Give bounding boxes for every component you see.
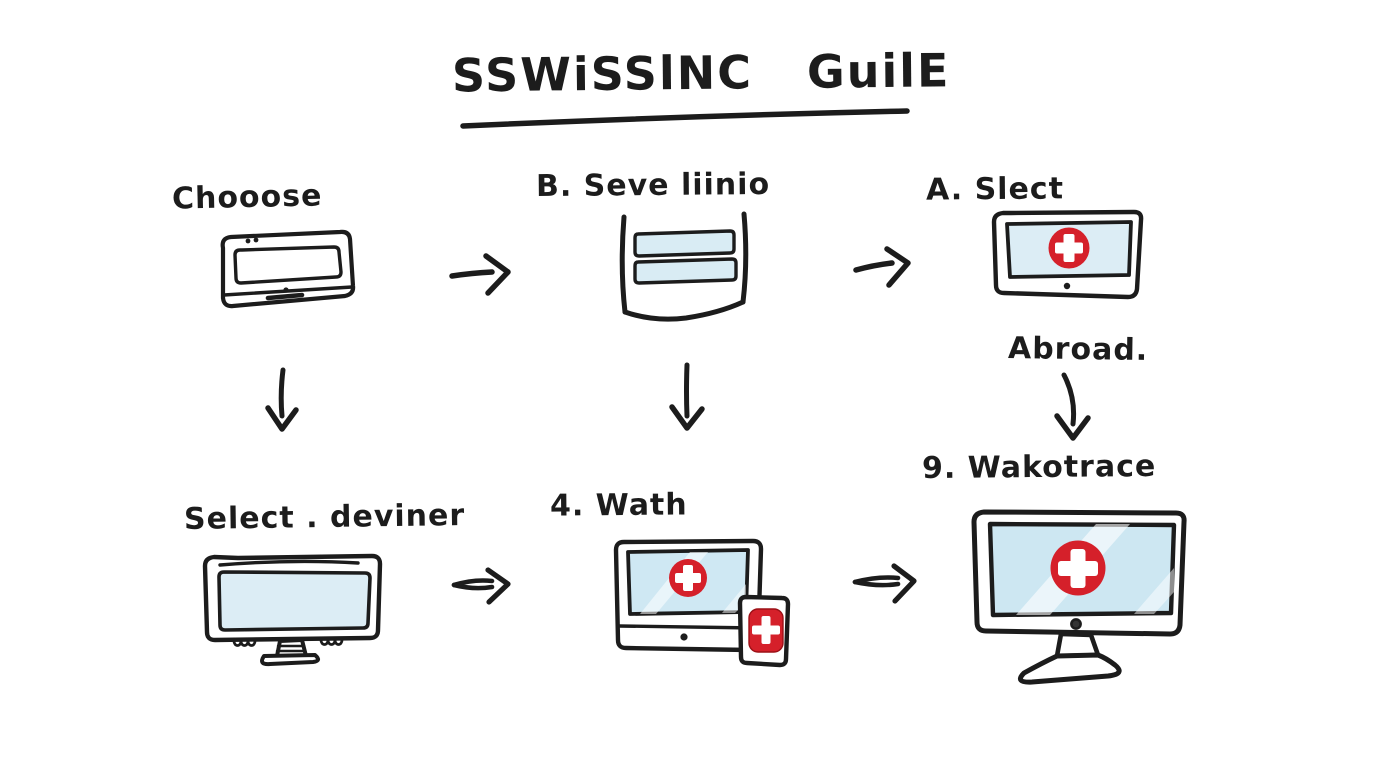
disc-slot-icon (265, 292, 305, 301)
title-underline (455, 104, 915, 132)
swiss-app-icon (748, 608, 784, 653)
list-item-bar-icon (633, 229, 736, 258)
step6-label: 9. Wakotrace (921, 448, 1157, 487)
monitor-screen (217, 570, 372, 632)
indicator-dot-icon (253, 237, 259, 243)
large-monitor-swiss-flag-drawing (958, 500, 1198, 695)
arrow-right-double-icon (448, 564, 512, 608)
monitor-stand-base (260, 653, 320, 667)
companion-device-swiss-app (737, 594, 791, 668)
step3-sublabel: Abroad. (1007, 331, 1149, 368)
swiss-cross-icon (1048, 227, 1090, 269)
arrow-right-icon (448, 250, 516, 298)
list-item-bar-icon (633, 257, 738, 285)
desktop-monitor-drawing (198, 546, 388, 668)
menu-list-drawing (614, 211, 754, 324)
screen-glare (1134, 568, 1174, 614)
step1-label: Chooose (171, 178, 323, 217)
swiss-cross-icon (669, 559, 707, 597)
diagram-title: SSWiSSlNC GuilE (451, 43, 951, 103)
indicator-dot-icon (245, 238, 251, 244)
vent-detail (232, 639, 257, 647)
monitor-stand-base (1017, 652, 1122, 685)
arrow-right-icon (852, 244, 916, 290)
arrow-down-icon (1048, 372, 1092, 444)
camera-dot-icon (680, 633, 688, 641)
set-top-box-drawing (212, 228, 360, 314)
arrow-down-icon (667, 362, 707, 432)
step5-label: 4. Wath (549, 487, 688, 524)
step2-label: B. Seve liinio (535, 166, 771, 205)
tv-swiss-flag-drawing (985, 200, 1147, 313)
camera-dot-icon (1063, 282, 1071, 290)
swiss-cross-icon (1050, 540, 1106, 596)
step4-label: Select . deviner (183, 498, 466, 537)
vent-detail (319, 638, 344, 646)
arrow-right-double-icon (850, 560, 918, 608)
camera-dot-icon (1070, 618, 1082, 630)
tv-with-device-swiss-flag-drawing (604, 536, 791, 668)
arrow-down-icon (262, 366, 302, 436)
